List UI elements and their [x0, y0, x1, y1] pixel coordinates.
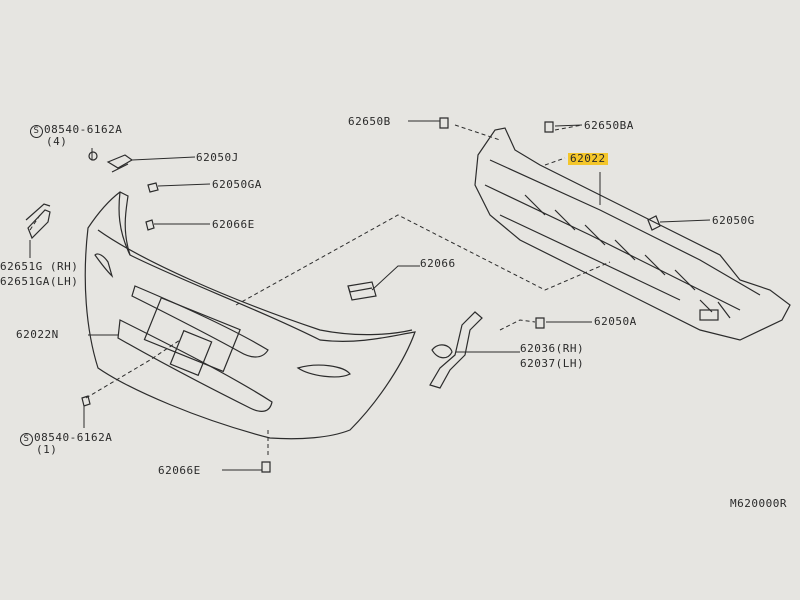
doc-id: M620000R: [730, 497, 787, 510]
pad-62066: [347, 281, 377, 301]
side-bracket: [429, 311, 483, 389]
label-62036: 62036(RH): [520, 342, 585, 355]
label-62037: 62037(LH): [520, 357, 585, 370]
screw-part-bottom: 08540-6162A: [34, 431, 113, 444]
label-62050J: 62050J: [196, 151, 239, 164]
screw-symbol: S: [30, 125, 43, 138]
label-62650B: 62650B: [348, 115, 391, 128]
screw-qty-top: (4): [46, 135, 68, 148]
label-62050A: 62050A: [594, 315, 637, 328]
label-62066: 62066: [420, 257, 456, 270]
label-62050GA: 62050GA: [212, 178, 262, 191]
label-62651G: 62651G (RH): [0, 260, 79, 273]
label-62050G: 62050G: [712, 214, 755, 227]
screw-part-top: 08540-6162A: [44, 123, 123, 136]
label-62066E-bottom: 62066E: [158, 464, 201, 477]
label-62022N: 62022N: [16, 328, 59, 341]
reinforcement-beam: [474, 127, 791, 341]
label-62650BA: 62650BA: [584, 119, 634, 132]
screw-qty-bottom: (1): [36, 443, 58, 456]
label-62022-highlighted: 62022: [568, 152, 608, 165]
label-62066E-top: 62066E: [212, 218, 255, 231]
screw-symbol-bottom: S: [20, 433, 33, 446]
label-62651GA: 62651GA(LH): [0, 275, 79, 288]
bumper-fascia: [84, 191, 416, 440]
